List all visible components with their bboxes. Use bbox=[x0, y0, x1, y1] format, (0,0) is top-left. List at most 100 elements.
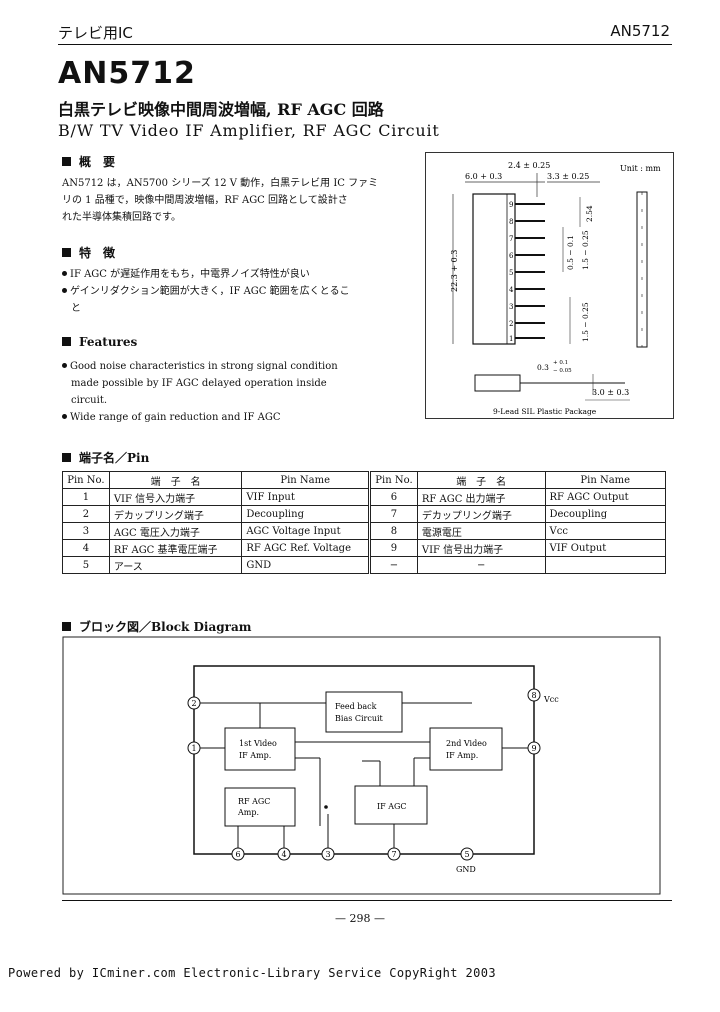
package-bottom-view bbox=[474, 374, 521, 392]
svg-text:3: 3 bbox=[509, 303, 513, 311]
list-item: と bbox=[71, 303, 81, 314]
overview-text: AN5712 は，AN5700 シリーズ 12 V 動作，白黒テレビ用 IC フ… bbox=[62, 175, 378, 226]
bullet-icon bbox=[62, 271, 67, 276]
section-marker-icon bbox=[62, 248, 71, 257]
dim-tolerance: − 0.05 bbox=[553, 368, 572, 374]
svg-text:9: 9 bbox=[531, 744, 536, 753]
pin-6-circle bbox=[231, 847, 245, 861]
col-header-name: Pin Name bbox=[544, 471, 666, 489]
package-pin-numbers: 9 8 7 6 5 4 3 2 1 bbox=[509, 201, 514, 343]
pin-9-circle bbox=[527, 741, 541, 755]
col-header-pin-no: Pin No. bbox=[368, 471, 418, 489]
pin-3-circle bbox=[321, 847, 335, 861]
svg-text:5: 5 bbox=[464, 850, 469, 859]
section-marker-icon bbox=[62, 622, 71, 631]
pin-2-circle bbox=[187, 696, 201, 710]
col-header-pin-no: Pin No. bbox=[62, 471, 110, 489]
svg-text:5: 5 bbox=[509, 269, 513, 277]
if-agc-block bbox=[354, 785, 428, 825]
bullet-icon bbox=[62, 288, 67, 293]
header-rule bbox=[58, 44, 672, 45]
svg-text:IF AGC: IF AGC bbox=[377, 802, 407, 811]
dim-label: 1.5 − 0.25 bbox=[581, 302, 590, 342]
dim-label: 1.5 − 0.25 bbox=[581, 230, 590, 270]
title-japanese: 白黒テレビ映像中間周波増幅, RF AGC 回路 bbox=[58, 100, 384, 119]
svg-text:7: 7 bbox=[509, 235, 513, 243]
overview-line: リの 1 品種で，映像中間周波増幅，RF AGC 回路として設計さ bbox=[62, 195, 348, 206]
pin-table: Pin No. 端 子 名 Pin Name Pin No. 端 子 名 Pin… bbox=[62, 471, 666, 574]
list-item: circuit. bbox=[71, 395, 108, 406]
svg-text:Amp.: Amp. bbox=[237, 808, 259, 817]
dim-tolerance: + 0.1 bbox=[553, 360, 568, 366]
svg-text:6: 6 bbox=[235, 850, 240, 859]
package-leads bbox=[515, 203, 545, 339]
package-side-view bbox=[636, 191, 648, 348]
features-jp-heading: 特 徴 bbox=[62, 244, 115, 261]
block-diagram-wires bbox=[200, 702, 528, 854]
pin-labels: 2 1 8 9 6 4 3 7 5 bbox=[191, 691, 536, 859]
dim-label: 2.54 bbox=[585, 205, 594, 222]
svg-text:1: 1 bbox=[191, 744, 196, 753]
col-header-jp: 端 子 名 bbox=[108, 471, 243, 489]
junction-dot bbox=[324, 805, 328, 809]
unit-label: Unit : mm bbox=[620, 164, 661, 173]
pin-5-circle bbox=[460, 847, 474, 861]
section-marker-icon bbox=[62, 157, 71, 166]
svg-text:Bias Circuit: Bias Circuit bbox=[335, 714, 384, 723]
overview-line: AN5712 は，AN5700 シリーズ 12 V 動作，白黒テレビ用 IC フ… bbox=[62, 178, 379, 189]
footer-rule bbox=[62, 900, 672, 901]
dim-label: 0.3 bbox=[537, 363, 549, 372]
features-jp-list: IF AGC が遅延作用をもち，中電界ノイズ特性が良い ゲインリダクション範囲が… bbox=[62, 266, 350, 317]
pin-1-circle bbox=[187, 741, 201, 755]
vcc-label: Vcc bbox=[543, 695, 559, 704]
block-diagram: Feed back Bias Circuit 1st Video IF Amp.… bbox=[62, 636, 661, 895]
block-diagram-heading: ブロック図／Block Diagram bbox=[62, 618, 251, 635]
svg-text:Feed back: Feed back bbox=[335, 702, 377, 711]
bullet-icon bbox=[62, 414, 67, 419]
package-outline-diagram: Unit : mm 2.4 ± 0.25 6.0 + 0.3 3.3 ± 0.2… bbox=[425, 152, 674, 419]
svg-text:2: 2 bbox=[191, 699, 196, 708]
gnd-label: GND bbox=[456, 865, 476, 874]
list-item: made possible by IF AGC delayed operatio… bbox=[71, 378, 327, 389]
bullet-icon bbox=[62, 363, 67, 368]
powered-by-line: Powered by ICminer.com Electronic-Librar… bbox=[8, 966, 496, 980]
svg-text:RF AGC: RF AGC bbox=[238, 797, 270, 806]
dim-label: 22.3 + 0.3 bbox=[450, 250, 459, 292]
svg-text:1st Video: 1st Video bbox=[239, 739, 277, 748]
svg-text:8: 8 bbox=[531, 691, 536, 700]
first-video-if-amp-block bbox=[224, 727, 296, 771]
svg-text:IF Amp.: IF Amp. bbox=[446, 751, 478, 760]
svg-text:IF Amp.: IF Amp. bbox=[239, 751, 271, 760]
svg-text:4: 4 bbox=[281, 850, 286, 859]
title-english: B/W TV Video IF Amplifier, RF AGC Circui… bbox=[58, 121, 440, 140]
features-en-list: Good noise characteristics in strong sig… bbox=[62, 358, 338, 426]
col-header-name: Pin Name bbox=[241, 471, 371, 489]
section-marker-icon bbox=[62, 337, 71, 346]
header-category: テレビ用IC bbox=[58, 24, 133, 42]
package-body bbox=[472, 193, 516, 345]
pin-heading: 端子名／Pin bbox=[62, 449, 149, 466]
svg-text:2: 2 bbox=[509, 320, 513, 328]
ic-outline bbox=[193, 665, 535, 855]
overview-line: れた半導体集積回路です。 bbox=[62, 212, 181, 223]
dim-label: 3.3 ± 0.25 bbox=[547, 172, 589, 181]
svg-text:2nd Video: 2nd Video bbox=[446, 739, 487, 748]
pin-circles bbox=[187, 688, 541, 861]
dim-label: 2.4 ± 0.25 bbox=[508, 161, 550, 170]
svg-text:3: 3 bbox=[325, 850, 330, 859]
list-item: Good noise characteristics in strong sig… bbox=[62, 358, 338, 375]
svg-text:6: 6 bbox=[509, 252, 514, 260]
section-marker-icon bbox=[62, 453, 71, 462]
list-item: IF AGC が遅延作用をもち，中電界ノイズ特性が良い bbox=[62, 266, 350, 283]
page-number: — 298 — bbox=[335, 912, 385, 925]
pin-8-circle bbox=[527, 688, 541, 702]
svg-text:8: 8 bbox=[509, 218, 513, 226]
header-part-number: AN5712 bbox=[610, 22, 670, 40]
overview-heading: 概 要 bbox=[62, 153, 115, 170]
dim-label: 0.5 − 0.1 bbox=[566, 235, 575, 270]
rf-agc-amp-block bbox=[224, 787, 296, 827]
svg-text:4: 4 bbox=[509, 286, 514, 294]
